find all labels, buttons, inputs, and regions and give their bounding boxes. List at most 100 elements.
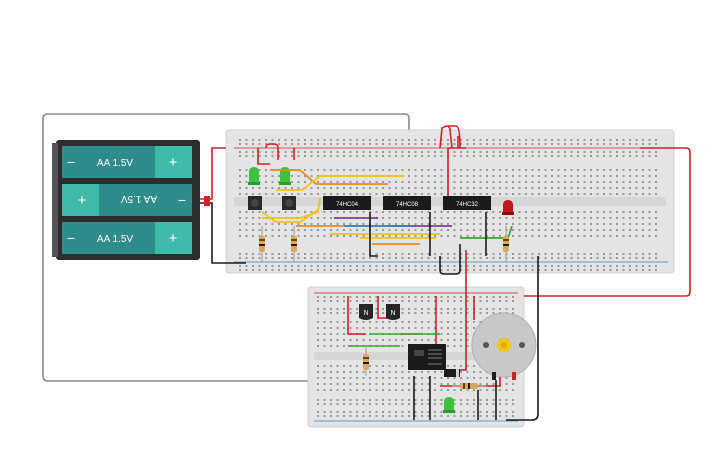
breadboard-hole <box>551 169 553 171</box>
breadboard-hole <box>330 143 332 145</box>
breadboard-hole <box>447 265 449 267</box>
breadboard-hole <box>336 181 339 183</box>
diode[interactable] <box>444 369 460 377</box>
resistor-5[interactable] <box>452 383 486 389</box>
led-green-1[interactable] <box>248 167 260 185</box>
breadboard-hole <box>622 139 625 141</box>
breadboard-hole <box>466 327 469 329</box>
breadboard-hole <box>369 169 371 171</box>
breadboard-hole <box>362 257 365 259</box>
breadboard-hole <box>609 223 612 225</box>
resistor-3[interactable] <box>503 226 509 262</box>
breadboard-hole <box>499 193 501 195</box>
transistor-1[interactable]: N <box>359 304 373 320</box>
resistor-2[interactable] <box>291 226 297 262</box>
breadboard-hole <box>258 257 261 259</box>
breadboard-hole <box>336 253 339 255</box>
chip-74hc08[interactable]: 74HC08 <box>383 196 431 210</box>
breadboard-hole <box>408 339 410 341</box>
relay[interactable] <box>408 344 446 370</box>
breadboard-hole <box>570 269 573 271</box>
breadboard-hole <box>310 253 313 255</box>
resistor-1[interactable] <box>259 226 265 262</box>
breadboard-hole <box>544 187 547 189</box>
led-green-3[interactable] <box>443 397 455 413</box>
breadboard-hole <box>616 257 618 259</box>
breadboard-hole <box>440 296 443 298</box>
breadboard-hole <box>349 139 352 141</box>
breadboard-hole <box>291 181 293 183</box>
breadboard-hole <box>499 296 501 298</box>
battery-pack[interactable]: − AA 1.5V + + AA 1.5V − − AA 1.5V + <box>52 140 200 260</box>
breadboard-hole <box>440 321 443 323</box>
breadboard-hole <box>492 187 495 189</box>
breadboard-hole <box>375 269 378 271</box>
battery-wire-red[interactable] <box>200 147 226 200</box>
breadboard-hole <box>505 151 508 153</box>
breadboard-hole <box>434 151 436 153</box>
breadboard-hole <box>382 257 384 259</box>
breadboard-hole <box>479 169 482 171</box>
breadboard-hole <box>349 269 352 271</box>
breadboard-hole <box>401 296 404 298</box>
breadboard-hole <box>596 143 599 145</box>
breadboard-hole <box>499 257 501 259</box>
breadboard-hole <box>414 296 417 298</box>
breadboard-hole <box>356 411 358 413</box>
breadboard-hole <box>622 253 625 255</box>
led-red[interactable] <box>502 200 514 215</box>
red-jumpers-main[interactable] <box>257 125 691 297</box>
breadboard-hole <box>362 383 365 385</box>
wires-green-small[interactable] <box>348 333 440 347</box>
led-green-2[interactable] <box>279 167 291 185</box>
breadboard-hole <box>401 253 404 255</box>
breadboard-hole <box>258 265 261 267</box>
breadboard-hole <box>635 211 638 213</box>
breadboard-hole <box>304 181 306 183</box>
breadboard-hole <box>330 389 332 391</box>
breadboard-hole <box>317 265 319 267</box>
breadboard-hole <box>408 211 410 213</box>
breadboard-hole <box>466 371 469 373</box>
breadboard-hole <box>596 175 599 177</box>
breadboard-hole <box>336 321 339 323</box>
breadboard-hole <box>336 169 339 171</box>
breadboard-hole <box>265 175 267 177</box>
breadboard-hole <box>330 139 332 141</box>
breadboard-hole <box>648 155 651 157</box>
dc-motor[interactable] <box>471 312 537 380</box>
breadboard-hole <box>466 235 469 237</box>
breadboard-hole <box>655 181 657 183</box>
breadboard-hole <box>401 269 404 271</box>
transistor-1-label: N <box>363 310 368 317</box>
breadboard-hole <box>401 151 404 153</box>
breadboard-hole <box>375 296 378 298</box>
breadboard-hole <box>408 151 410 153</box>
breadboard-hole <box>557 265 560 267</box>
wires-black-main[interactable] <box>369 212 539 421</box>
pushbutton-1[interactable] <box>248 196 262 210</box>
chip-74hc32[interactable]: 74HC32 <box>443 196 491 210</box>
pushbutton-2[interactable] <box>282 196 296 210</box>
chip-74hc04[interactable]: 74HC04 <box>323 196 371 210</box>
breadboard-hole <box>440 257 443 259</box>
breadboard-hole <box>304 193 306 195</box>
wire-gray-loop[interactable] <box>42 113 410 382</box>
breadboard-hole <box>596 193 599 195</box>
breadboard-hole <box>323 155 326 157</box>
wires-black-small[interactable] <box>413 376 497 420</box>
transistor-2[interactable]: N <box>386 304 400 320</box>
breadboard-hole <box>629 151 631 153</box>
breadboard-hole <box>434 181 436 183</box>
breadboard-hole <box>382 415 384 417</box>
breadboard-hole <box>349 327 352 329</box>
resistor-4[interactable] <box>363 346 369 376</box>
breadboard-hole <box>577 187 579 189</box>
breadboard-hole <box>440 312 443 314</box>
breadboard-hole <box>271 229 274 231</box>
breadboard-hole <box>330 371 332 373</box>
breadboard-hole <box>512 308 514 310</box>
breadboard-hole <box>648 151 651 153</box>
breadboard-hole <box>577 217 579 219</box>
breadboard-hole <box>434 321 436 323</box>
